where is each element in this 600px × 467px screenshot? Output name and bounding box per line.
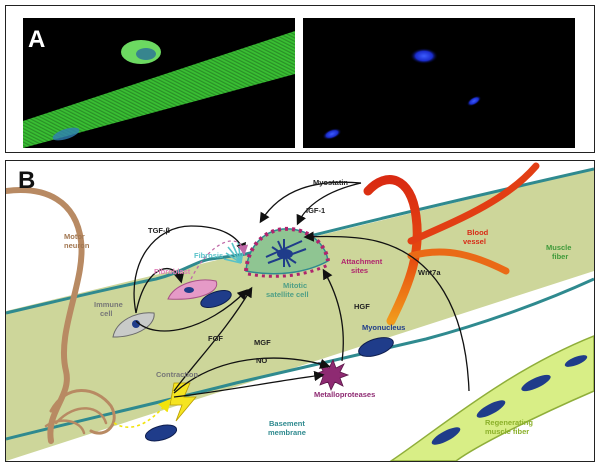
label-fibrosis: Fibrosis: [194, 251, 223, 260]
blue-nuclei: [322, 48, 482, 140]
label-hgf: HGF: [354, 302, 370, 311]
label-muscle-fiber-line1: Muscle: [546, 243, 571, 252]
label-attachment-line1: Attachment: [341, 257, 383, 266]
diagram-labels: Myostatin IGF-1 TGF-β Fibrosis Fibroblas…: [64, 178, 571, 437]
label-basement-line2: membrane: [268, 428, 306, 437]
label-contraction: Contraction: [156, 370, 199, 379]
panel-b: Myostatin IGF-1 TGF-β Fibrosis Fibroblas…: [3, 160, 595, 462]
label-fibroblast: Fibroblast: [154, 267, 191, 276]
label-regenerating-line1: Regenerating: [485, 418, 533, 427]
blood-vessel: [363, 162, 540, 326]
label-muscle-fiber-line2: fiber: [552, 252, 568, 261]
panel-letter-b: B: [18, 167, 36, 194]
label-igf1: IGF-1: [306, 206, 325, 215]
motor-neuron: [3, 187, 116, 444]
label-basement-line1: Basement: [269, 419, 305, 428]
label-mitotic-line2: satellite cell: [266, 290, 309, 299]
label-wnt7a: Wnt7a: [418, 268, 441, 277]
label-motor-neuron-line1: Motor: [64, 232, 85, 241]
label-myostatin: Myostatin: [313, 178, 348, 187]
label-myonucleus: Myonucleus: [362, 323, 405, 332]
label-immune-cell-line2: cell: [100, 309, 113, 318]
label-mitotic-line1: Mitotic: [283, 281, 307, 290]
myonuclei: [144, 289, 394, 442]
label-mgf: MGF: [254, 338, 271, 347]
fluorescence-nuclei-image: [303, 18, 575, 148]
panel-a: A: [5, 5, 595, 153]
label-blood-vessel-line2: vessel: [463, 237, 486, 246]
label-attachment-line2: sites: [351, 266, 368, 275]
label-blood-vessel-line1: Blood: [467, 228, 489, 237]
label-immune-cell-line1: Immune: [94, 300, 123, 309]
regenerating-fiber: [388, 334, 595, 462]
contraction-arrow: [113, 398, 172, 428]
label-tgfb: TGF-β: [148, 226, 170, 235]
muscle-regeneration-diagram: Myostatin IGF-1 TGF-β Fibrosis Fibroblas…: [3, 162, 595, 462]
panel-a-micrographs: [23, 18, 575, 148]
signaling-arrows: [133, 181, 470, 398]
panel-letter-a: A: [28, 26, 46, 53]
green-muscle-fiber: [23, 31, 295, 148]
fibrosis-arrow: [190, 240, 249, 280]
fibroblast: [167, 279, 218, 300]
label-no: NO: [256, 356, 267, 365]
label-fgf: FGF: [208, 334, 223, 343]
contraction-lightning-icon: [169, 382, 197, 422]
label-metalloproteases: Metalloproteases: [314, 390, 375, 399]
label-regenerating-line2: muscle fiber: [485, 427, 529, 436]
label-motor-neuron-line2: neuron: [64, 241, 90, 250]
